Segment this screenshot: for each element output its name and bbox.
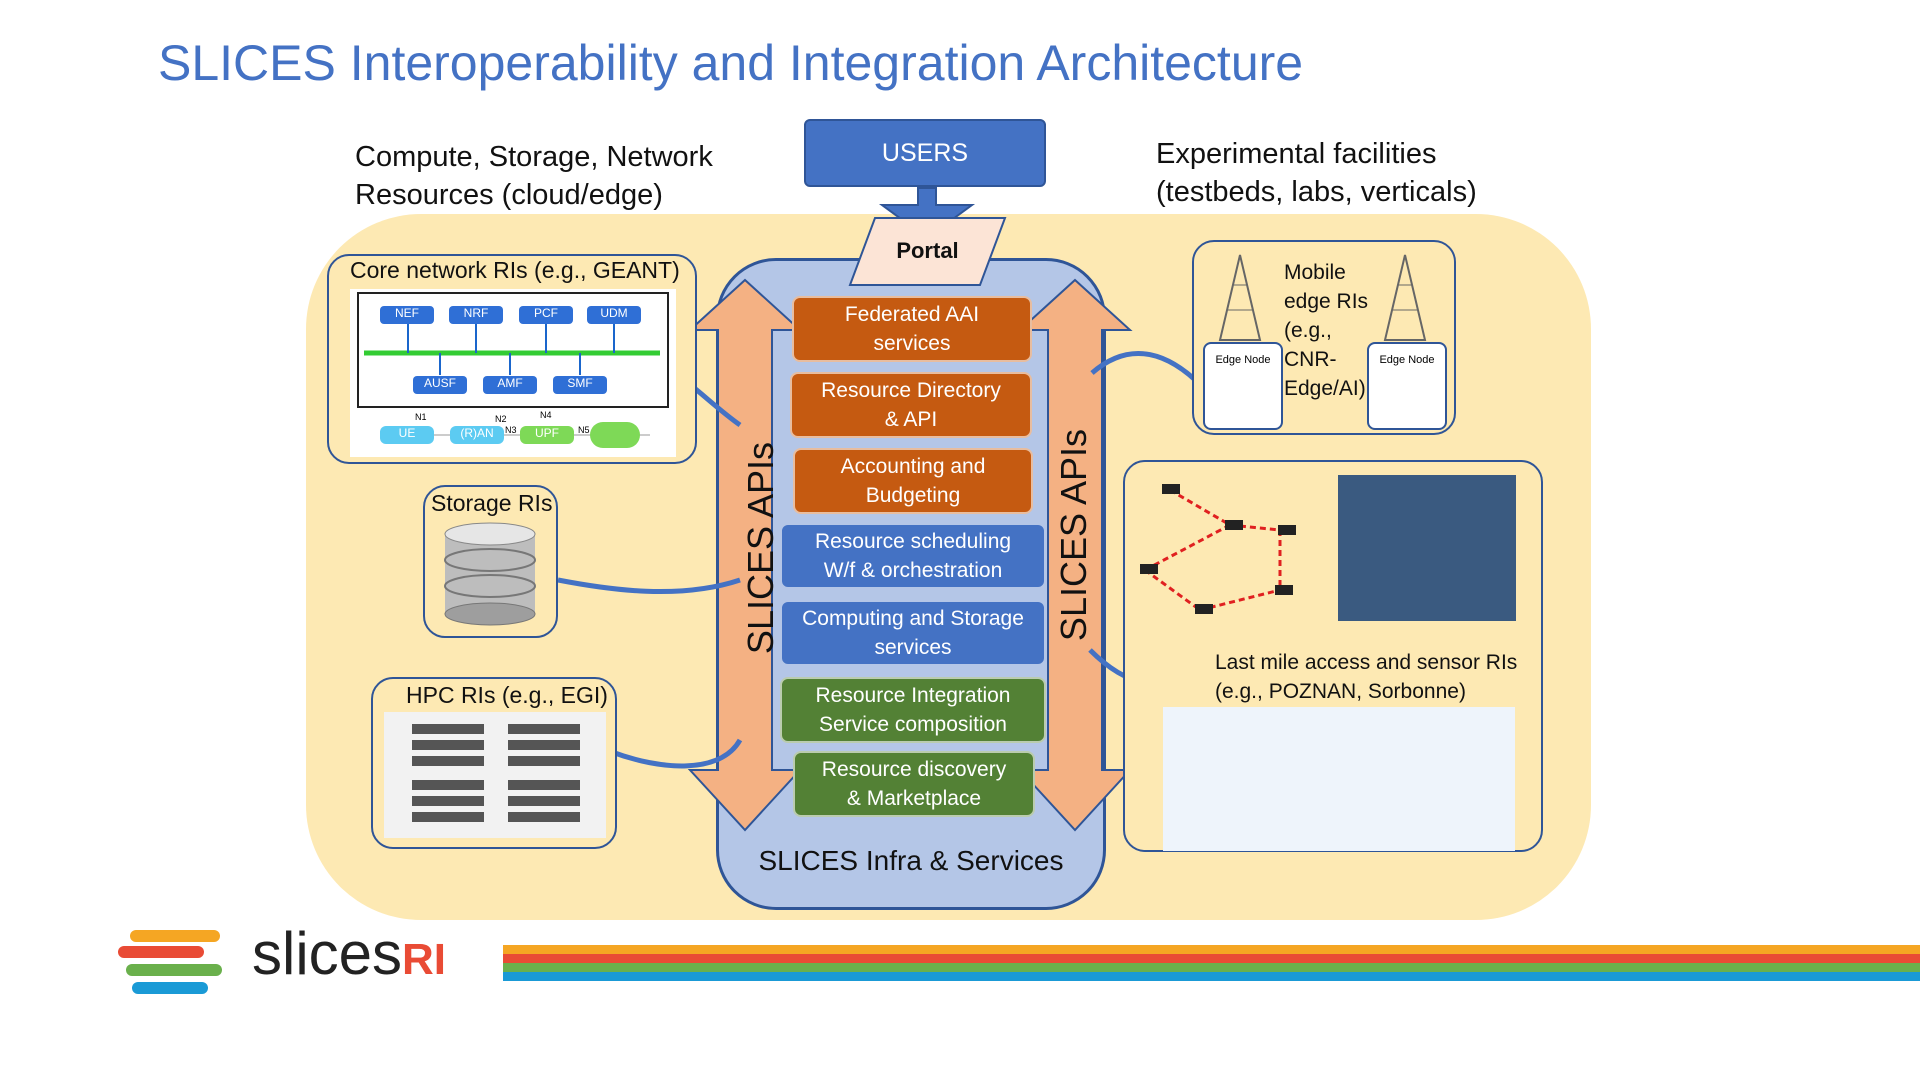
center-caption: SLICES Infra & Services	[758, 845, 1064, 876]
link-n5: N5	[578, 425, 590, 435]
ran-node: (R)AN	[450, 426, 504, 444]
mobile-edge-label: Mobile edge RIs (e.g., CNR- Edge/AI)	[1284, 261, 1369, 400]
link-n3: N3	[505, 425, 517, 435]
left-caption-line1: Compute, Storage, Network	[355, 141, 713, 173]
right-api-label: SLICES APIs	[1053, 428, 1094, 642]
smf-node: SMF	[553, 376, 607, 394]
right-caption-line1: Experimental facilities	[1156, 138, 1437, 170]
logo-text: slicesRI	[252, 919, 446, 988]
upf-node: UPF	[520, 426, 574, 444]
link-n1: N1	[415, 412, 427, 422]
logo-word: slices	[252, 920, 403, 987]
ausf-node: AUSF	[413, 376, 467, 394]
amf-node: AMF	[483, 376, 537, 394]
slices-logo-icon	[118, 930, 222, 994]
storage-label: Storage RIs	[431, 490, 553, 516]
portal-label: Portal	[896, 238, 959, 263]
database-icon	[444, 522, 536, 626]
stripe-green	[503, 963, 1920, 972]
stripe-blue	[503, 972, 1920, 981]
hpc-connector	[611, 738, 743, 769]
core-diagram: NEF NRF PCF UDM AUSF AMF SMF UE (R)AN UP…	[350, 289, 676, 457]
left-caption-line2: Resources (cloud/edge)	[355, 179, 663, 211]
right-caption: Experimental facilities (testbeds, labs,…	[1156, 135, 1477, 211]
edge-node-left: Edge Node	[1203, 342, 1283, 430]
nrf-node: NRF	[449, 306, 503, 324]
right-api-arrow	[1017, 278, 1133, 832]
link-n2: N2	[495, 414, 507, 424]
footer-stripes	[503, 945, 1920, 981]
core-network-label: Core network RIs (e.g., GEANT)	[350, 257, 680, 283]
edge-node-right-label: Edge Node	[1379, 354, 1435, 366]
hpc-label: HPC RIs (e.g., EGI)	[406, 682, 608, 708]
cell-tower-icon	[1218, 254, 1262, 341]
users-box: USERS	[804, 119, 1046, 187]
edge-node-left-label: Edge Node	[1215, 354, 1271, 366]
last-mile-label: Last mile access and sensor RIs (e.g., P…	[1215, 651, 1518, 703]
right-caption-line2: (testbeds, labs, verticals)	[1156, 176, 1477, 208]
storage-connector	[557, 577, 741, 595]
data-network-cloud-icon	[590, 422, 640, 448]
autonomous-vehicle-image	[1338, 475, 1516, 621]
service-resource-directory: Resource Directory& API	[790, 372, 1032, 438]
sensor-network-icon	[1140, 484, 1296, 614]
portal-shape	[848, 217, 1007, 286]
page-title: SLICES Interoperability and Integration …	[158, 35, 1304, 91]
logo-suffix: RI	[402, 935, 447, 984]
stripe-orange	[503, 945, 1920, 954]
ue-node: UE	[380, 426, 434, 444]
cell-tower-icon-right	[1383, 254, 1427, 341]
nef-node: NEF	[380, 306, 434, 324]
service-resource-discovery: Resource discovery& Marketplace	[793, 751, 1035, 817]
left-api-label: SLICES APIs	[740, 441, 781, 655]
left-caption: Compute, Storage, Network Resources (clo…	[355, 138, 713, 214]
pcf-node: PCF	[519, 306, 573, 324]
server-rack-icon	[384, 712, 606, 838]
link-n4: N4	[540, 410, 552, 420]
stripe-red	[503, 954, 1920, 963]
udm-node: UDM	[587, 306, 641, 324]
core-diagram-svg	[357, 292, 669, 436]
left-api-arrow	[687, 278, 803, 832]
edge-node-right: Edge Node	[1367, 342, 1447, 430]
factory-automation-image	[1163, 707, 1515, 851]
